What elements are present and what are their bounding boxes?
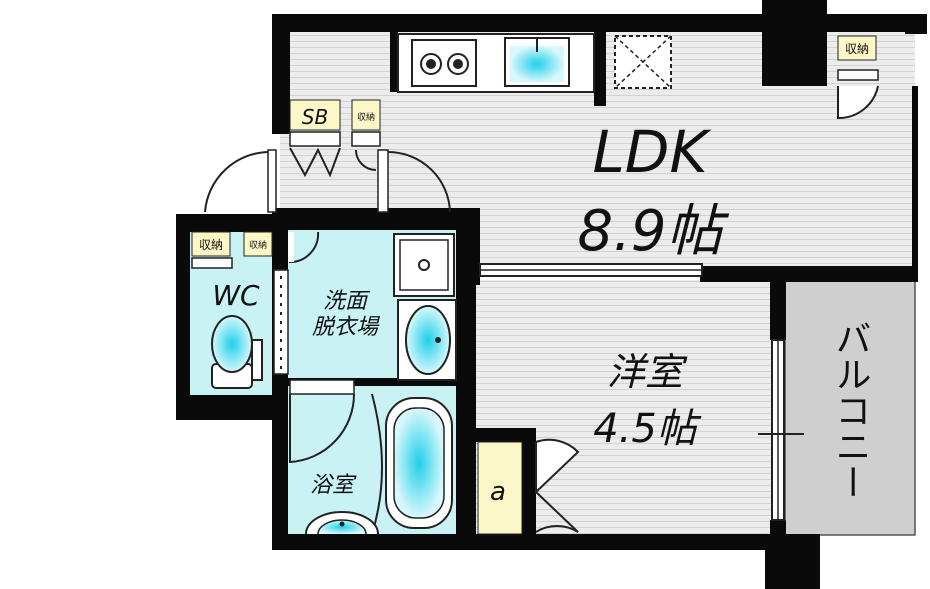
bathroom-curved-wall	[371, 393, 383, 535]
washroom-label-line2: 脱衣場	[312, 315, 381, 340]
entry-storage-label-box	[351, 99, 381, 131]
shoe-box-label: SB	[302, 105, 328, 129]
wc-storage-label-1: 収納	[199, 238, 223, 252]
wash-basin	[405, 305, 451, 375]
ldk-storage-label: 収納	[845, 42, 869, 56]
alpha-closet	[477, 441, 523, 535]
bathroom-door-panel	[289, 379, 355, 395]
stove	[411, 39, 477, 87]
western-room-label: 洋室	[607, 350, 688, 394]
entry-door-swing-left	[204, 150, 271, 213]
wc-label: WC	[212, 279, 260, 312]
balcony-label-group: バルコニー	[830, 320, 871, 500]
washroom-label-line1: 洗面	[323, 289, 371, 314]
shoe-box-label-box	[289, 99, 341, 131]
bathroom-label: 浴室	[310, 473, 357, 498]
balcony-label: バルコニー	[830, 320, 871, 500]
alpha-door-swing	[535, 438, 580, 495]
toilet	[211, 315, 263, 389]
balcony-floor	[784, 279, 916, 536]
hall-door-swing	[387, 151, 451, 213]
bathroom-door-swing	[289, 393, 356, 464]
shoe-box-door-swing	[289, 147, 341, 178]
wc-storage-label-2: 収納	[249, 239, 267, 251]
alpha-label: a	[490, 477, 506, 507]
burner-left	[420, 53, 442, 75]
wc-storage-label-box-2	[243, 231, 273, 257]
ldk-storage-label-box	[837, 35, 877, 61]
burner-right	[447, 53, 469, 75]
wc-storage-label-box-1	[191, 231, 231, 257]
entry-storage-label: 収納	[357, 111, 375, 123]
ldk-label: LDK	[592, 118, 711, 186]
western-room-size: 4.5帖	[593, 406, 702, 452]
ldk-size: 8.9帖	[577, 199, 729, 264]
